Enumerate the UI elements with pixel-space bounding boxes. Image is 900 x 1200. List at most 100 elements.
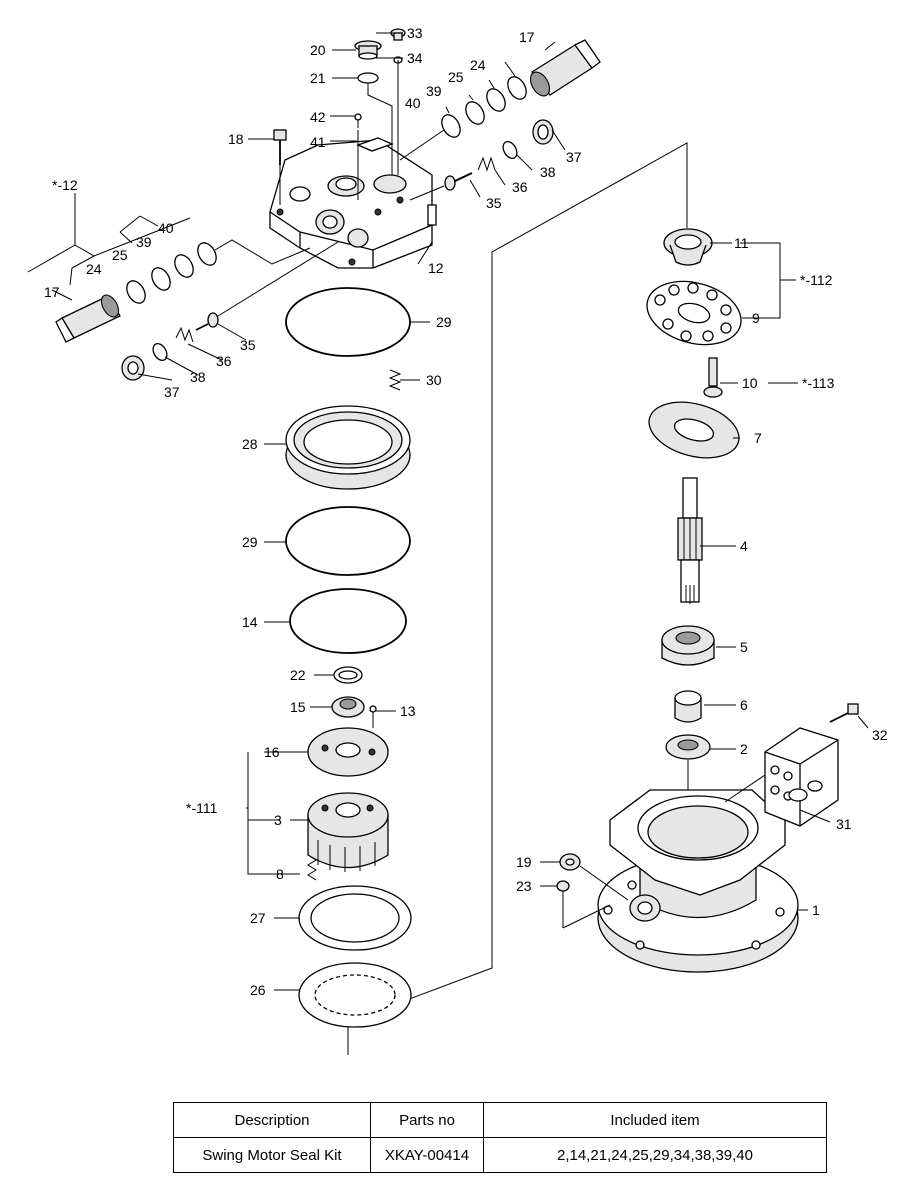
part-31-relief-block	[764, 727, 839, 827]
callout-3: 3	[274, 812, 282, 828]
part-13-pin	[369, 705, 377, 728]
part-23-plug	[556, 880, 570, 928]
callout-14: 14	[242, 614, 258, 630]
callout-26: 26	[250, 982, 266, 998]
part-25-o-ring-lower	[151, 267, 171, 291]
callout-10: 10	[742, 375, 758, 391]
callout-37-upper: 37	[566, 149, 582, 165]
cell-parts-no: XKAY-00414	[370, 1137, 484, 1173]
callout-25-upper: 25	[448, 69, 464, 85]
part-10-shoe-piston	[703, 357, 723, 398]
part-32-bolt	[829, 703, 859, 723]
callout-12: 12	[428, 260, 444, 276]
callout-24-upper: 24	[470, 57, 486, 73]
callout-35-lower: 35	[240, 337, 256, 353]
seal-kit-table: Description Parts no Included item Swing…	[173, 1102, 827, 1173]
part-1-housing	[597, 789, 799, 973]
exploded-parts-diagram: 33 34 20 21 17 24 25 39 40 42 41 18 37 3…	[27, 25, 888, 1055]
part-35-poppet-upper	[444, 172, 473, 191]
callout-24-lower: 24	[86, 261, 102, 277]
callout-33: 33	[407, 25, 423, 41]
part-17-relief-valve-lower	[55, 294, 121, 343]
part-19-plug	[559, 853, 581, 871]
part-35-poppet-lower	[195, 312, 219, 331]
callout-41: 41	[310, 134, 326, 150]
callout-15: 15	[290, 699, 306, 715]
callout-36-upper: 36	[512, 179, 528, 195]
section-divider-line	[347, 142, 688, 1055]
header-description: Description	[173, 1102, 371, 1138]
callout-19: 19	[516, 854, 532, 870]
part-38-o-ring-upper	[502, 140, 518, 160]
part-20-plug	[354, 40, 382, 60]
callout-21: 21	[310, 70, 326, 86]
callout-40-lower: 40	[158, 220, 174, 236]
part-26-separator-plate	[298, 962, 412, 1028]
callout-5: 5	[740, 639, 748, 655]
callout-29-lower: 29	[242, 534, 258, 550]
part-6-bushing	[674, 690, 702, 723]
callout-9: 9	[752, 310, 760, 326]
callout-36-lower: 36	[216, 353, 232, 369]
callout-23: 23	[516, 878, 532, 894]
part-18-socket-bolt	[273, 129, 287, 165]
callout-38-lower: 38	[190, 369, 206, 385]
part-28-cylinder-bearing	[285, 405, 411, 490]
callout-38-upper: 38	[540, 164, 556, 180]
callout-16: 16	[264, 744, 280, 760]
callout-39-upper: 39	[426, 83, 442, 99]
part-42-rivet	[354, 113, 362, 128]
part-21-o-ring	[357, 72, 379, 84]
part-40-backup-ring-upper	[441, 114, 461, 138]
part-36-spring-upper	[477, 156, 496, 172]
part-22-ring	[333, 666, 363, 684]
part-11-bushing	[663, 228, 713, 266]
part-3-cylinder-block	[307, 792, 389, 872]
part-12-valve-block	[269, 139, 437, 269]
callout-35-upper: 35	[486, 195, 502, 211]
callout-group-12: *-12	[52, 177, 78, 193]
callout-30: 30	[426, 372, 442, 388]
part-17-relief-valve-upper	[529, 39, 601, 97]
header-included-item: Included item	[483, 1102, 827, 1138]
table-row: Swing Motor Seal Kit XKAY-00414 2,14,21,…	[173, 1137, 827, 1173]
part-24-backup-ring-lower	[126, 280, 146, 304]
callout-22: 22	[290, 667, 306, 683]
part-29-o-ring-upper	[285, 287, 411, 357]
callout-group-112: *-112	[800, 272, 833, 288]
callout-28: 28	[242, 436, 258, 452]
callout-11: 11	[734, 235, 749, 251]
part-8-spring	[307, 854, 317, 881]
callout-32: 32	[872, 727, 888, 743]
callout-17-lower: 17	[44, 284, 60, 300]
part-16-valve-plate	[307, 727, 389, 777]
callout-8: 8	[276, 866, 284, 882]
part-25-o-ring-upper	[486, 88, 506, 112]
part-14-o-ring	[289, 588, 407, 654]
part-7-swash-plate	[648, 401, 740, 459]
callout-31: 31	[836, 816, 852, 832]
part-24-backup-ring-upper	[507, 76, 527, 100]
callout-42: 42	[310, 109, 326, 125]
callout-2: 2	[740, 741, 748, 757]
header-parts-no: Parts no	[370, 1102, 484, 1138]
part-30-spring	[388, 369, 402, 391]
callout-group-111: *-111	[186, 800, 218, 816]
part-39-o-ring-lower	[174, 254, 194, 278]
cell-included-item: 2,14,21,24,25,29,34,38,39,40	[483, 1137, 827, 1173]
part-4-drive-shaft	[677, 477, 703, 604]
callout-34: 34	[407, 50, 423, 66]
callout-18: 18	[228, 131, 244, 147]
part-15-bearing	[331, 696, 365, 718]
part-37-plug-lower	[121, 355, 145, 381]
callout-group-113: *-113	[802, 375, 835, 391]
part-2-oil-seal	[665, 734, 711, 760]
part-38-o-ring-lower	[152, 342, 168, 362]
callout-17-upper: 17	[519, 29, 535, 45]
callout-29-upper: 29	[436, 314, 452, 330]
part-5-bearing	[661, 625, 715, 666]
table-header-row: Description Parts no Included item	[173, 1102, 827, 1138]
callout-6: 6	[740, 697, 748, 713]
callout-27: 27	[250, 910, 266, 926]
callout-25-lower: 25	[112, 247, 128, 263]
